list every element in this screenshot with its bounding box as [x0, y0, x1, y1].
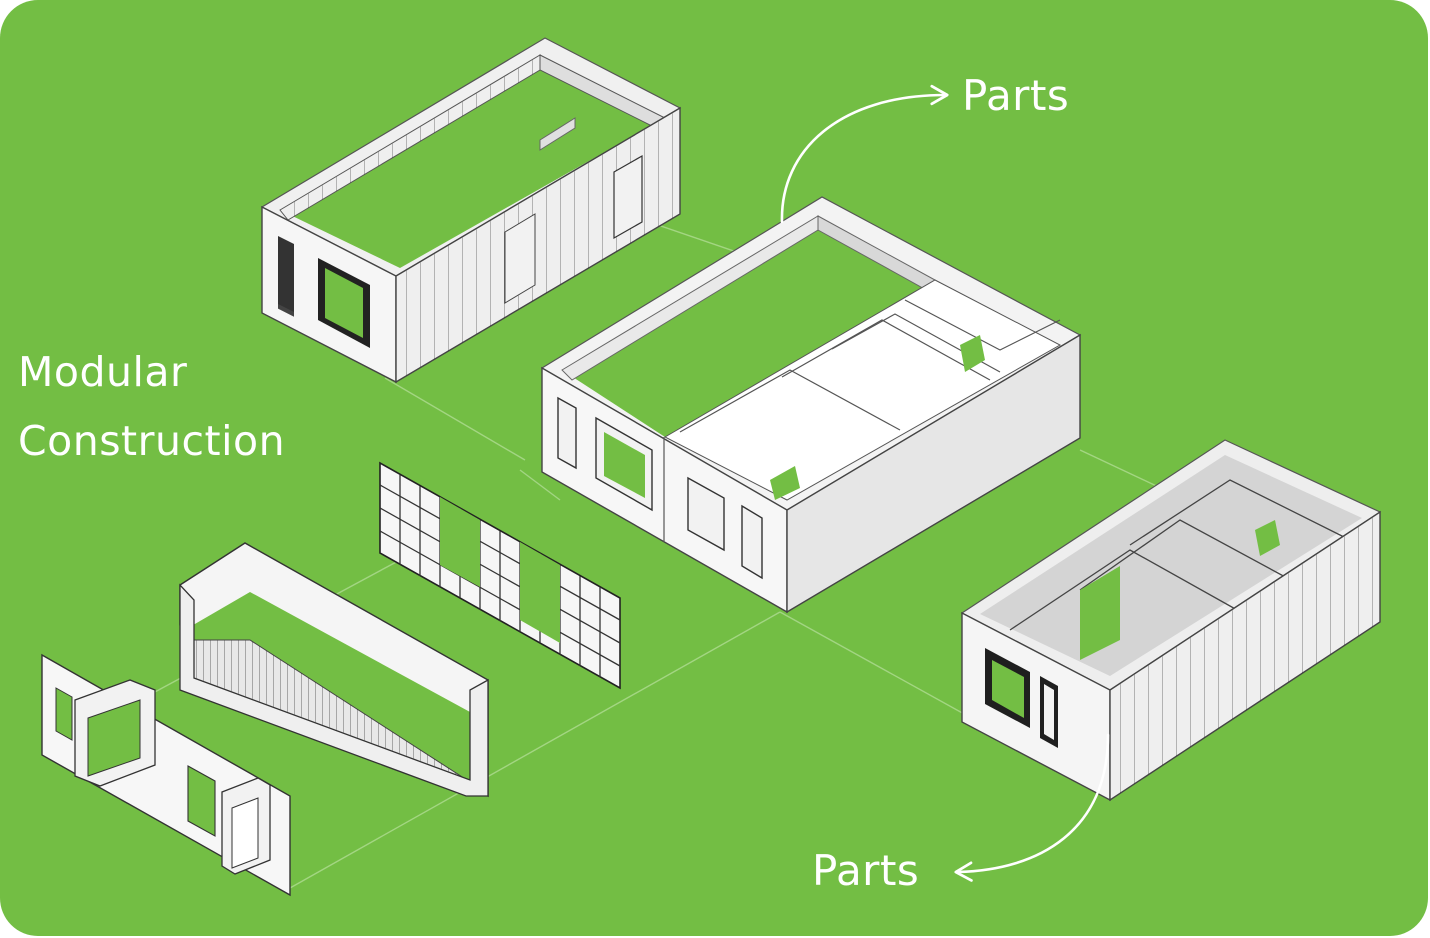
label-parts-top: Parts: [962, 71, 1070, 120]
panel-grid-wall: [379, 461, 621, 690]
module-right: [960, 439, 1382, 802]
arrow-bottom-icon: [954, 733, 1110, 882]
label-parts-bottom: Parts: [812, 846, 920, 895]
module-center: [540, 196, 1082, 614]
label-construction: Construction: [18, 417, 286, 465]
panel-wedge-frame: [179, 542, 489, 798]
module-top-left: [260, 37, 682, 384]
arrow-top-icon: [780, 84, 949, 224]
panel-front-wall: [41, 653, 291, 897]
label-modular: Modular: [18, 348, 188, 396]
